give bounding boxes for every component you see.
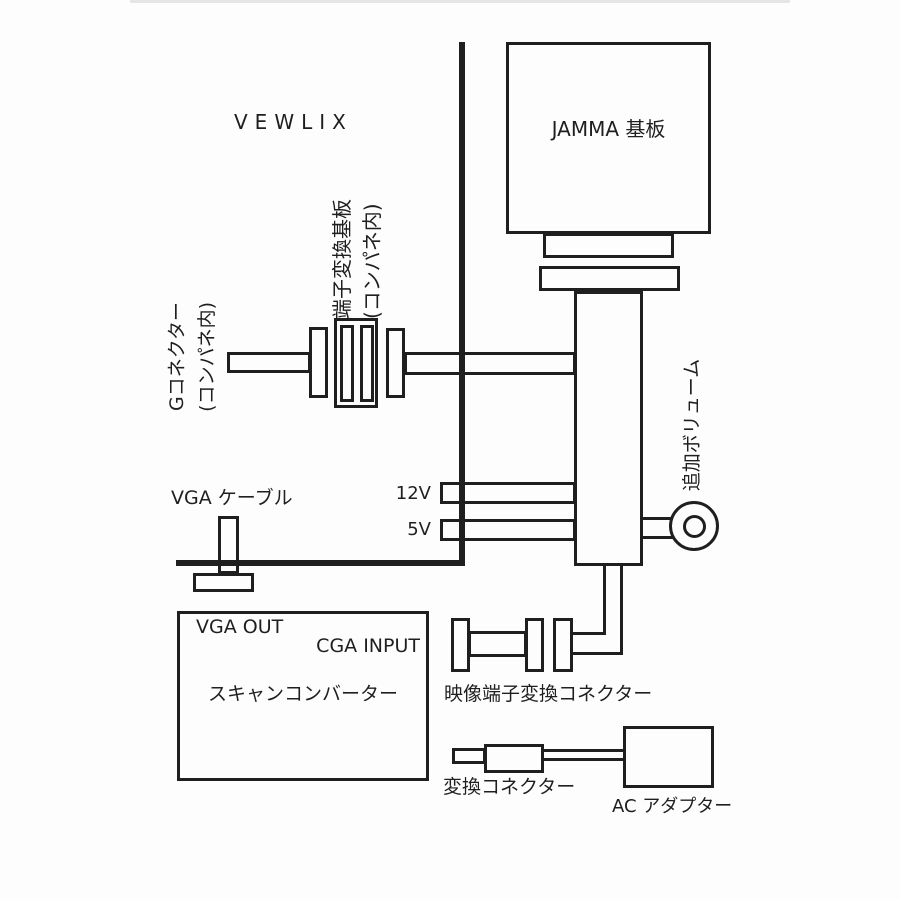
terminal-board-connector-right <box>386 328 405 398</box>
g-connector-label-name: Gコネクター <box>166 302 188 411</box>
cabinet-boundary-horizontal-line <box>176 560 465 566</box>
conversion-connector-body <box>484 744 544 773</box>
video-connector-link-bar <box>468 631 527 657</box>
video-wire-horizontal-top <box>572 632 606 635</box>
vga-cable-label: VGA ケーブル <box>171 487 293 509</box>
g-connector-bus-right <box>404 352 576 375</box>
video-wire-vertical-inner <box>603 566 606 635</box>
power-12v-label: 12V <box>395 483 431 504</box>
video-connector-plug-right <box>553 618 573 672</box>
ac-cable-top-line <box>544 749 624 752</box>
jamma-edge-connector <box>543 233 674 258</box>
g-connector-bus-left <box>227 352 311 373</box>
terminal-board-label-name: 端子変換基板 <box>330 199 354 319</box>
terminal-board-label-location: (コンパネ内) <box>360 203 384 319</box>
scan-edge-artifact <box>130 0 790 3</box>
volume-stub-wire <box>643 517 674 539</box>
cabinet-boundary-vertical-line <box>459 42 465 566</box>
vga-cable-connector <box>218 516 239 574</box>
jamma-harness-connector <box>539 266 680 291</box>
volume-knob-center <box>683 515 706 538</box>
ac-cable-bottom-line <box>544 758 624 761</box>
scan-converter-name-label: スキャンコンバーター <box>207 683 398 705</box>
scan-converter-cga-input-label: CGA INPUT <box>316 635 420 657</box>
terminal-board-connector-left <box>309 327 328 398</box>
power-5v-label: 5V <box>407 519 431 540</box>
g-connector-label-location: (コンパネ内) <box>196 302 218 412</box>
vga-cable-plug-base <box>193 573 254 592</box>
terminal-board-slot-1 <box>340 325 354 402</box>
ac-adapter-box <box>623 726 714 788</box>
g-connector-label: Gコネクター (コンパネ内) <box>162 302 222 422</box>
video-terminal-label: 映像端子変換コネクター <box>444 683 653 705</box>
terminal-board-label: 端子変換基板 (コンパネ内) <box>327 189 387 319</box>
ac-adapter-label: AC アダプター <box>612 796 733 817</box>
video-wire-vertical-outer <box>620 566 623 655</box>
jamma-board-label: JAMMA 基板 <box>551 117 666 141</box>
scan-converter-vga-out-label: VGA OUT <box>196 616 284 638</box>
terminal-board-slot-2 <box>360 325 374 402</box>
video-wire-horizontal-bottom <box>572 652 623 655</box>
conversion-connector-tip <box>452 748 486 764</box>
jamma-board-box <box>506 42 711 234</box>
volume-label: 追加ボリューム <box>681 358 703 492</box>
jamma-harness-trunk <box>574 291 643 566</box>
scan-converter-box <box>177 611 429 781</box>
cabinet-name-label: VEWLIX <box>234 110 353 134</box>
conversion-connector-label: 変換コネクター <box>443 776 576 798</box>
video-connector-plug-middle <box>525 618 544 672</box>
